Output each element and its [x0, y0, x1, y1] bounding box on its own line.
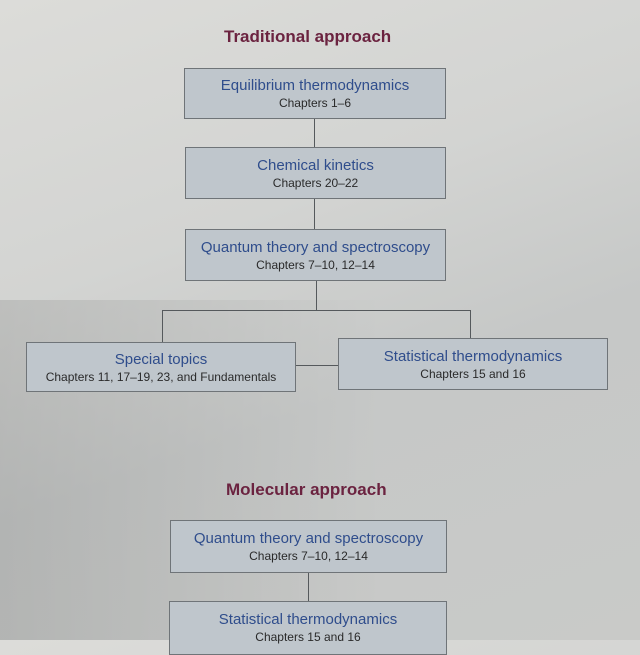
- connector-line: [314, 199, 315, 229]
- box-chemical-kinetics: Chemical kinetics Chapters 20–22: [185, 147, 446, 199]
- branch-line: [162, 310, 471, 311]
- box-quantum-theory-spectroscopy: Quantum theory and spectroscopy Chapters…: [185, 229, 446, 281]
- box-title: Quantum theory and spectroscopy: [200, 238, 431, 256]
- box-title: Quantum theory and spectroscopy: [193, 530, 424, 547]
- box-chapters: Chapters 7–10, 12–14: [256, 257, 375, 272]
- box-title: Equilibrium thermodynamics: [220, 77, 410, 94]
- box-statistical-thermodynamics: Statistical thermodynamics Chapters 15 a…: [338, 338, 608, 390]
- box-chapters: Chapters 15 and 16: [420, 366, 526, 381]
- box-title: Statistical thermodynamics: [218, 611, 398, 628]
- box-quantum-theory-spectroscopy-molecular: Quantum theory and spectroscopy Chapters…: [170, 520, 447, 573]
- box-statistical-thermodynamics-molecular: Statistical thermodynamics Chapters 15 a…: [169, 601, 447, 655]
- connector-line: [470, 310, 471, 338]
- connector-line: [314, 119, 315, 147]
- box-chapters: Chapters 7–10, 12–14: [249, 549, 368, 563]
- box-chapters: Chapters 11, 17–19, 23, and Fundamentals: [45, 369, 277, 384]
- box-title: Chemical kinetics: [257, 156, 374, 174]
- box-title: Special topics: [114, 350, 208, 368]
- connector-line: [308, 573, 309, 601]
- traditional-approach-heading: Traditional approach: [224, 27, 392, 46]
- connector-line: [316, 281, 317, 310]
- box-special-topics: Special topics Chapters 11, 17–19, 23, a…: [26, 342, 296, 392]
- connector-line: [296, 365, 338, 366]
- box-equilibrium-thermodynamics: Equilibrium thermodynamics Chapters 1–6: [184, 68, 446, 119]
- box-title: Statistical thermodynamics: [383, 347, 563, 365]
- box-chapters: Chapters 20–22: [272, 175, 359, 190]
- textbook-page: Traditional approach Equilibrium thermod…: [0, 27, 640, 655]
- molecular-approach-heading: Molecular approach: [226, 480, 387, 499]
- box-chapters: Chapters 15 and 16: [255, 630, 361, 644]
- connector-line: [162, 310, 163, 342]
- box-chapters: Chapters 1–6: [278, 96, 352, 110]
